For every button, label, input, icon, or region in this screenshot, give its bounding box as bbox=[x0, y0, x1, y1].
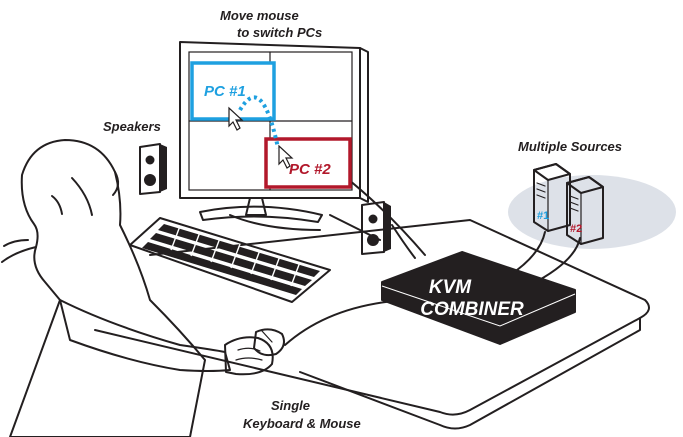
move-mouse-label-line1: Move mouse bbox=[220, 8, 299, 23]
desk-edge bbox=[299, 317, 641, 430]
speaker-left bbox=[139, 143, 167, 195]
pc1-label: PC #1 bbox=[204, 83, 246, 100]
pc1-window bbox=[190, 61, 276, 121]
single-label-line1: Single bbox=[271, 398, 310, 413]
mouse-cursor-icon bbox=[228, 106, 244, 131]
speaker-icon bbox=[368, 214, 378, 224]
kvm-label-line2: COMBINER bbox=[420, 299, 524, 320]
single-label-line2: Keyboard & Mouse bbox=[243, 416, 361, 431]
pc2-label: PC #2 bbox=[289, 161, 331, 178]
switch-arrow bbox=[238, 95, 280, 149]
move-mouse-label-line2: to switch PCs bbox=[237, 25, 322, 40]
tower2-label: #2 bbox=[570, 223, 582, 235]
multiple-sources-label: Multiple Sources bbox=[518, 139, 622, 154]
mouse-icon bbox=[253, 328, 285, 357]
speaker-icon bbox=[145, 155, 155, 165]
speakers-label: Speakers bbox=[103, 119, 161, 134]
mouse-cursor-icon bbox=[278, 144, 294, 169]
desk bbox=[94, 219, 650, 416]
monitor-neck bbox=[245, 197, 267, 216]
keyboard-icon bbox=[129, 217, 331, 303]
tower1-label: #1 bbox=[537, 210, 549, 222]
speaker-right bbox=[361, 201, 391, 255]
monitor-base bbox=[199, 205, 323, 223]
computer-tower-icon: #1 bbox=[533, 163, 571, 232]
computer-tower-icon: #2 bbox=[566, 176, 604, 245]
person bbox=[1, 139, 274, 437]
kvm-label-line1: KVM bbox=[429, 277, 472, 298]
kvm-combiner: KVM COMBINER bbox=[381, 251, 576, 345]
monitor: PC #1 PC #2 bbox=[179, 41, 369, 223]
